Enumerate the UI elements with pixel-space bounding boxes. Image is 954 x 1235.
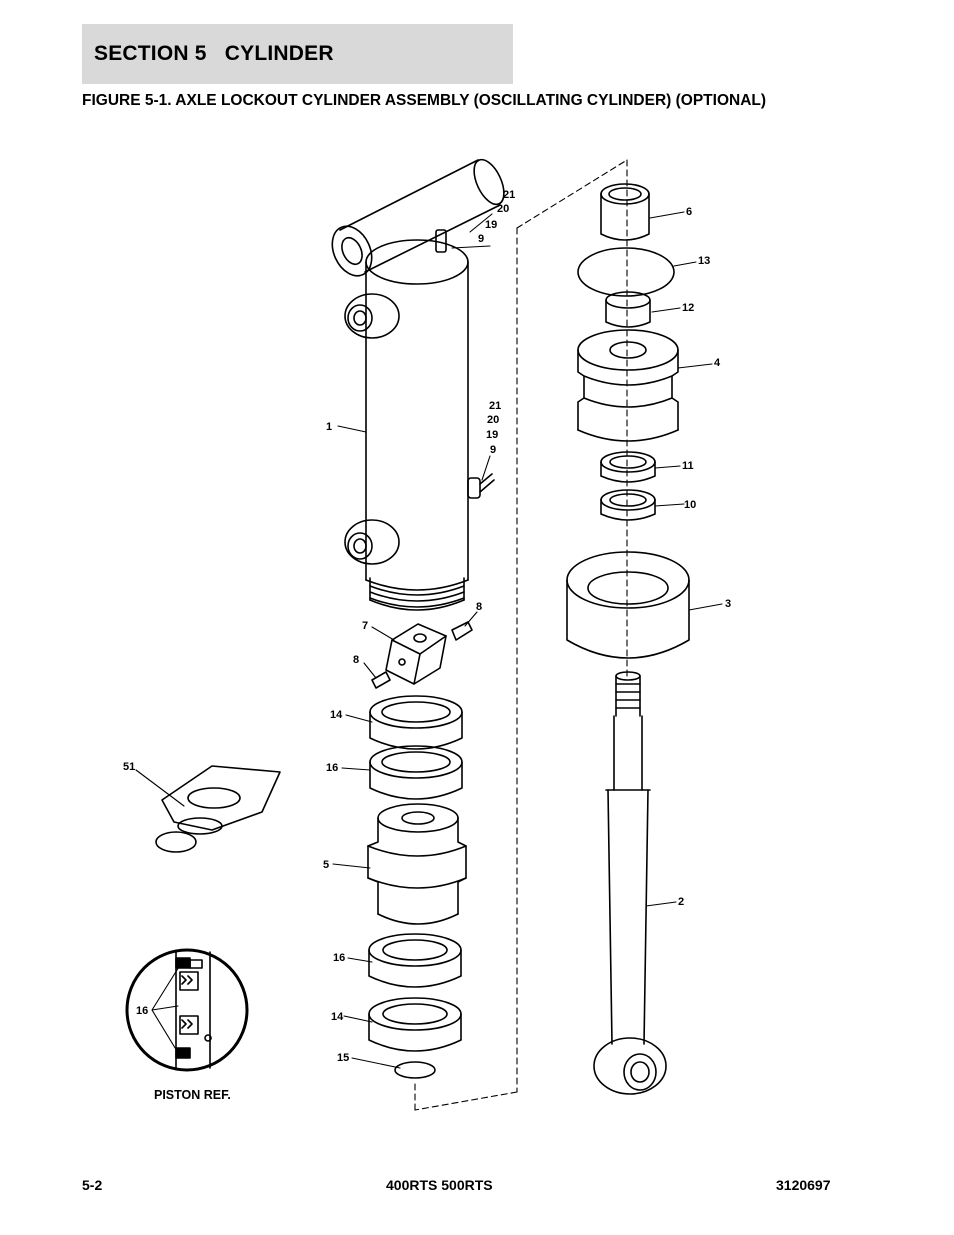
callout-11: 11: [682, 460, 694, 472]
head-nut: [566, 551, 690, 659]
model-name: 400RTS 500RTS: [386, 1177, 493, 1193]
callout-9: 9: [478, 233, 484, 245]
callout-19: 19: [485, 219, 497, 231]
callout-6: 6: [686, 206, 692, 218]
callout-5: 5: [323, 859, 329, 871]
piston: [367, 803, 467, 925]
callout-20: 20: [497, 203, 509, 215]
callout-20: 20: [487, 414, 499, 426]
page-number: 5-2: [82, 1177, 103, 1193]
document-number: 3120697: [776, 1177, 831, 1193]
callout-8: 8: [476, 601, 482, 613]
callout-3: 3: [725, 598, 731, 610]
callout-12: 12: [682, 302, 694, 314]
upper-rings: [369, 695, 463, 800]
callout-21: 21: [503, 189, 515, 201]
callout-2: 2: [678, 896, 684, 908]
callout-16: 16: [136, 1005, 148, 1017]
callout-51: 51: [123, 761, 135, 773]
manifold-block: [371, 621, 473, 689]
callout-16: 16: [333, 952, 345, 964]
callout-labels: 21 20 19 9 21 20 19 9 1 6 13 12 4 11 10 …: [123, 189, 731, 1102]
callout-19: 19: [486, 429, 498, 441]
callout-4: 4: [714, 357, 721, 369]
bushing: [600, 183, 650, 241]
callout-13: 13: [698, 255, 710, 267]
rod-seal: [605, 291, 651, 328]
assembly-guide-lines: [414, 159, 628, 1111]
callout-15: 15: [337, 1052, 349, 1064]
callout-16: 16: [326, 762, 338, 774]
cylinder-head: [577, 329, 679, 442]
figure-title: FIGURE 5-1. AXLE LOCKOUT CYLINDER ASSEMB…: [82, 92, 767, 109]
callout-1: 1: [326, 421, 332, 433]
lower-rings: [368, 933, 462, 1079]
o-ring: [577, 247, 675, 297]
seal-kit: [155, 765, 281, 853]
section-title: SECTION 5 CYLINDER: [94, 42, 334, 65]
callout-14: 14: [331, 1011, 344, 1023]
leader-lines: [135, 211, 723, 1069]
callout-14: 14: [330, 709, 343, 721]
callout-21: 21: [489, 400, 501, 412]
callout-10: 10: [684, 499, 696, 511]
piston-rod: [593, 671, 667, 1095]
head-seals: [600, 451, 656, 521]
callout-8: 8: [353, 654, 359, 666]
inset-label: PISTON REF.: [154, 1088, 231, 1102]
callout-9: 9: [490, 444, 496, 456]
callout-7: 7: [362, 620, 368, 632]
section-header: SECTION 5 CYLINDER: [82, 24, 513, 84]
cylinder-barrel: [331, 158, 505, 611]
